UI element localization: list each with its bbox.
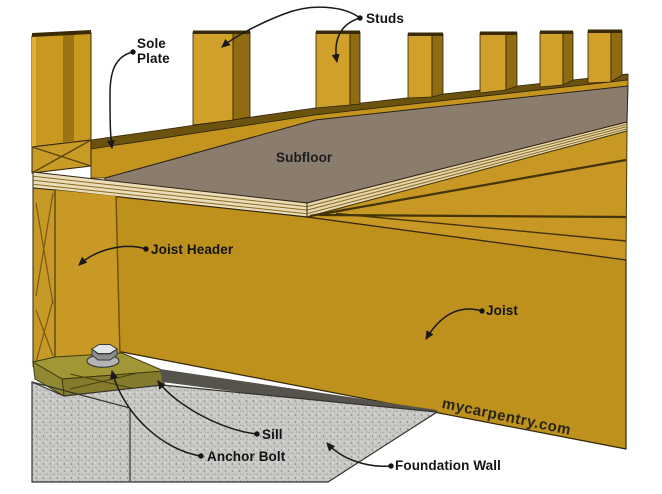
wall-framing xyxy=(31,29,629,179)
header-end-grain xyxy=(32,187,56,367)
leader-lines xyxy=(78,6,485,469)
foundation-group xyxy=(31,344,439,483)
leader-sole-plate xyxy=(106,51,134,150)
leader-studs-near xyxy=(331,17,361,64)
sill-marks xyxy=(69,372,141,391)
leader-joist-header xyxy=(78,245,147,266)
leader-foundation-wall xyxy=(326,442,392,468)
leader-dots xyxy=(130,15,485,469)
foundation-wall-face xyxy=(31,381,439,483)
label-sill: Sill xyxy=(262,427,283,442)
stud xyxy=(479,31,518,94)
anchor-bolt-graphic xyxy=(86,344,120,368)
joist-header-face xyxy=(55,190,120,358)
label-joist-header: Joist Header xyxy=(151,242,234,257)
stud xyxy=(587,29,623,84)
label-subfloor: Subfloor xyxy=(276,150,333,165)
stud xyxy=(192,30,251,126)
leader-sill xyxy=(157,380,258,435)
label-joist: Joist xyxy=(486,303,519,318)
label-anchor-bolt: Anchor Bolt xyxy=(207,449,286,464)
leader-studs-far xyxy=(221,6,361,48)
corner-edge xyxy=(115,195,121,357)
label-foundation-wall: Foundation Wall xyxy=(395,458,501,473)
stud xyxy=(539,30,574,88)
corner-post xyxy=(31,30,92,148)
label-sole-plate: Sole Plate xyxy=(137,36,170,66)
leader-joist xyxy=(425,308,483,341)
stud xyxy=(315,30,361,109)
sole-plate-end-grain xyxy=(31,139,92,174)
rim-and-joist xyxy=(32,187,627,450)
leader-anchor-bolt xyxy=(110,369,202,457)
stud xyxy=(407,32,444,99)
label-studs: Studs xyxy=(366,11,405,26)
